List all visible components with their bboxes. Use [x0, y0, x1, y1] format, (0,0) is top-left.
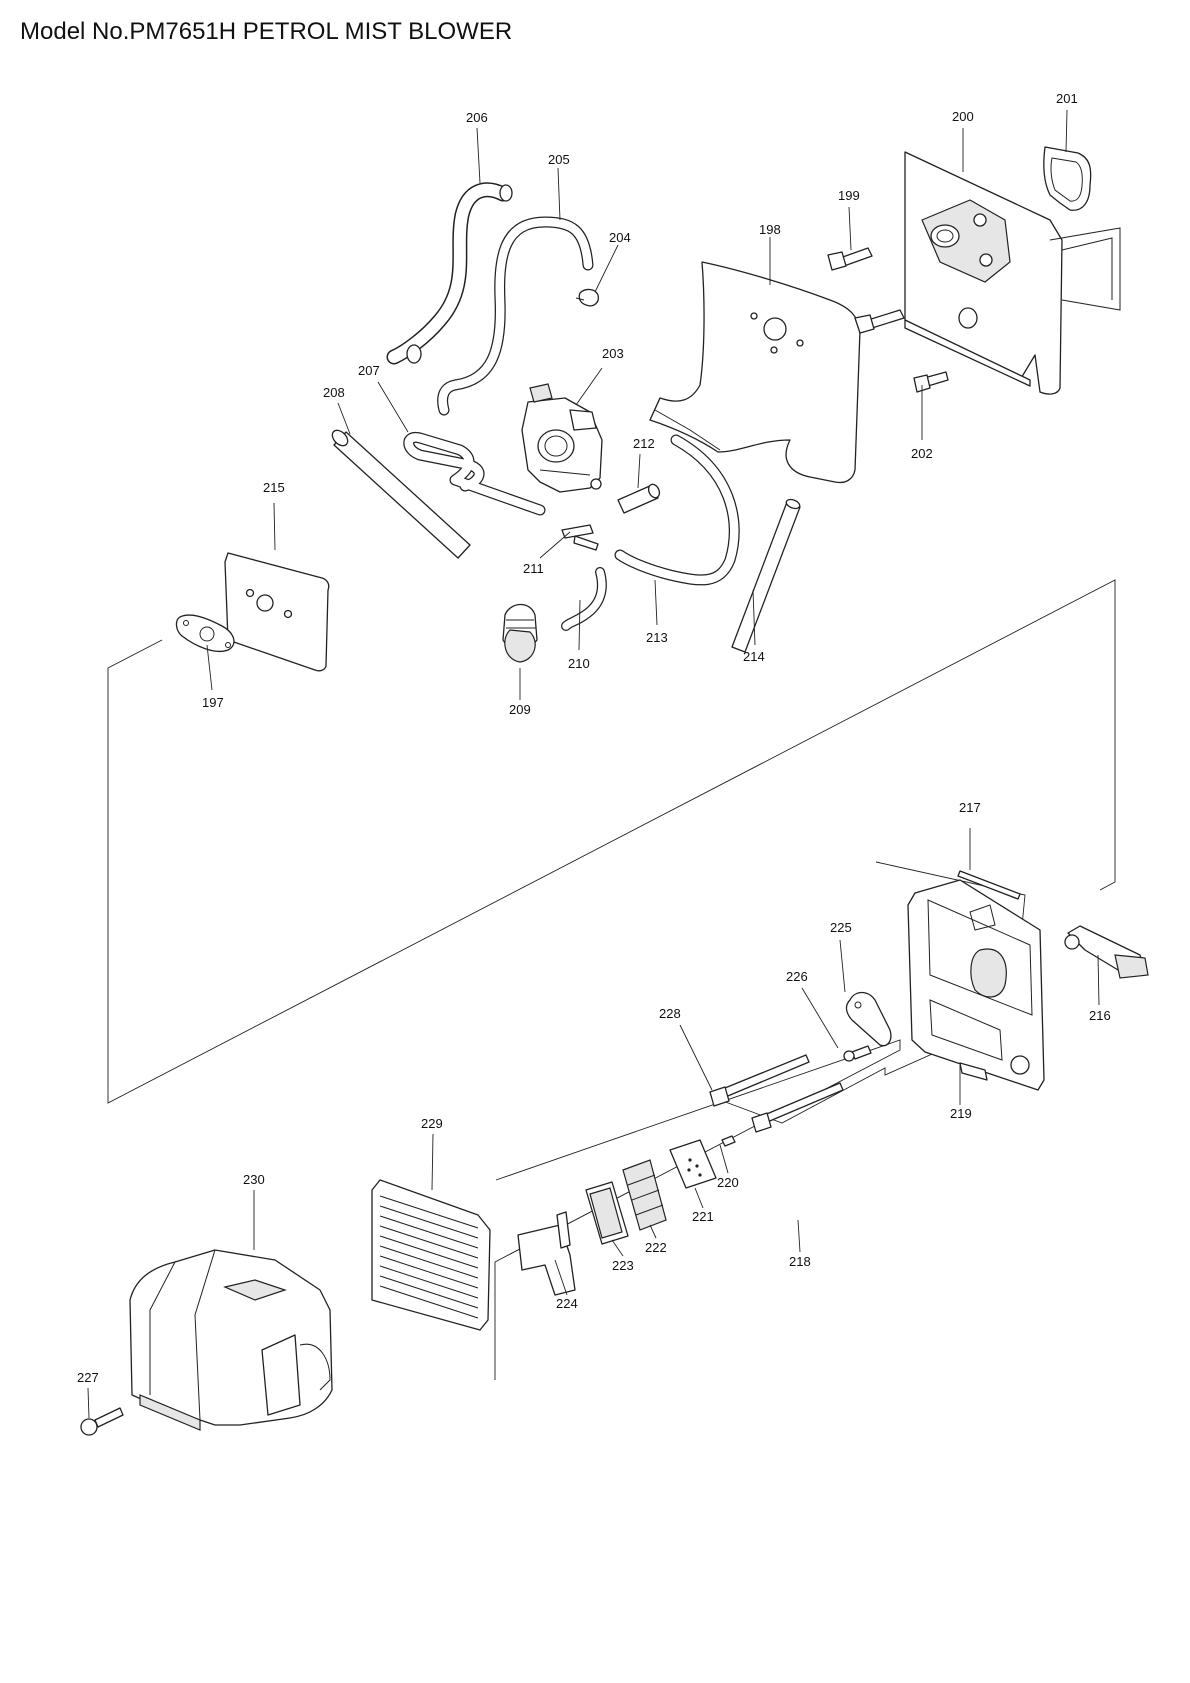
part-label-206: 206	[466, 110, 488, 125]
part-label-201: 201	[1056, 91, 1078, 106]
part-label-202: 202	[911, 446, 933, 461]
part-label-213: 213	[646, 630, 668, 645]
tube-208	[331, 429, 471, 559]
part-label-199: 199	[838, 188, 860, 203]
part-label-222: 222	[645, 1240, 667, 1255]
part-label-228: 228	[659, 1006, 681, 1021]
tube-212	[617, 483, 661, 514]
part-label-221: 221	[692, 1209, 714, 1224]
return-hose-206	[386, 182, 513, 365]
part-label-203: 203	[602, 346, 624, 361]
air-cleaner-cover-230	[129, 1249, 333, 1431]
fuel-hose-205	[437, 216, 594, 416]
bolt-228	[709, 1054, 810, 1107]
hose-clip-204	[575, 288, 600, 307]
part-label-216: 216	[1089, 1008, 1111, 1023]
group-boundary-carburetor	[107, 579, 1116, 1104]
screw-202	[913, 371, 949, 393]
seal-strip-217	[957, 870, 1021, 900]
insulator-215	[224, 552, 330, 672]
screw-227	[80, 1407, 124, 1436]
part-label-227: 227	[77, 1370, 99, 1385]
mesh-filter-222	[622, 1159, 667, 1231]
screw-226	[843, 1045, 872, 1062]
choke-lever-216	[1064, 925, 1149, 979]
part-label-218: 218	[789, 1254, 811, 1269]
part-label-225: 225	[830, 920, 852, 935]
group-boundary-filter-box	[494, 1039, 901, 1380]
heat-insulator-198	[649, 261, 861, 484]
bolt-199	[827, 247, 873, 271]
group-boundary-air-cleaner	[719, 861, 1026, 1124]
part-label-198: 198	[759, 222, 781, 237]
gasket-197	[175, 614, 235, 652]
intake-manifold-200	[904, 151, 1121, 395]
part-label-204: 204	[609, 230, 631, 245]
tube-214	[731, 498, 801, 653]
part-label-210: 210	[568, 656, 590, 671]
bolt-228-lower	[751, 1082, 844, 1133]
part-label-223: 223	[612, 1258, 634, 1273]
filter-element-223	[585, 1181, 629, 1245]
air-filter-229	[371, 1179, 491, 1331]
part-label-215: 215	[263, 480, 285, 495]
screw-220	[721, 1135, 736, 1147]
part-label-220: 220	[717, 1175, 739, 1190]
part-label-211: 211	[523, 561, 544, 576]
air-cleaner-base-219	[907, 879, 1045, 1091]
gasket-201	[1043, 146, 1092, 211]
choke-plate-225	[845, 991, 892, 1047]
part-label-200: 200	[952, 109, 974, 124]
fitting-211	[561, 524, 599, 551]
part-label-212: 212	[633, 436, 655, 451]
page-title: Model No.PM7651H PETROL MIST BLOWER	[20, 18, 513, 45]
bolt-199-lower	[854, 309, 905, 334]
part-label-230: 230	[243, 1172, 265, 1187]
part-label-205: 205	[548, 152, 570, 167]
part-label-217: 217	[959, 800, 981, 815]
carburetor-203	[521, 383, 603, 493]
primer-pump-209	[502, 603, 538, 663]
part-label-214: 214	[743, 649, 765, 664]
part-label-229: 229	[421, 1116, 443, 1131]
part-label-224: 224	[556, 1296, 578, 1311]
part-label-226: 226	[786, 969, 808, 984]
part-label-209: 209	[509, 702, 531, 717]
bracket-224	[517, 1211, 576, 1296]
fuel-hose-213	[614, 434, 740, 586]
fuel-hose-210	[561, 567, 607, 631]
part-number-labels: 201 200 199 198 202 203 204 205 206 207 …	[77, 91, 1111, 1385]
filter-plate-221	[669, 1139, 717, 1189]
part-label-219: 219	[950, 1106, 972, 1121]
breather-pipe-207	[403, 431, 546, 516]
part-label-197: 197	[202, 695, 224, 710]
part-label-208: 208	[323, 385, 345, 400]
part-label-207: 207	[358, 363, 380, 378]
leader-lines	[87, 109, 1100, 1419]
